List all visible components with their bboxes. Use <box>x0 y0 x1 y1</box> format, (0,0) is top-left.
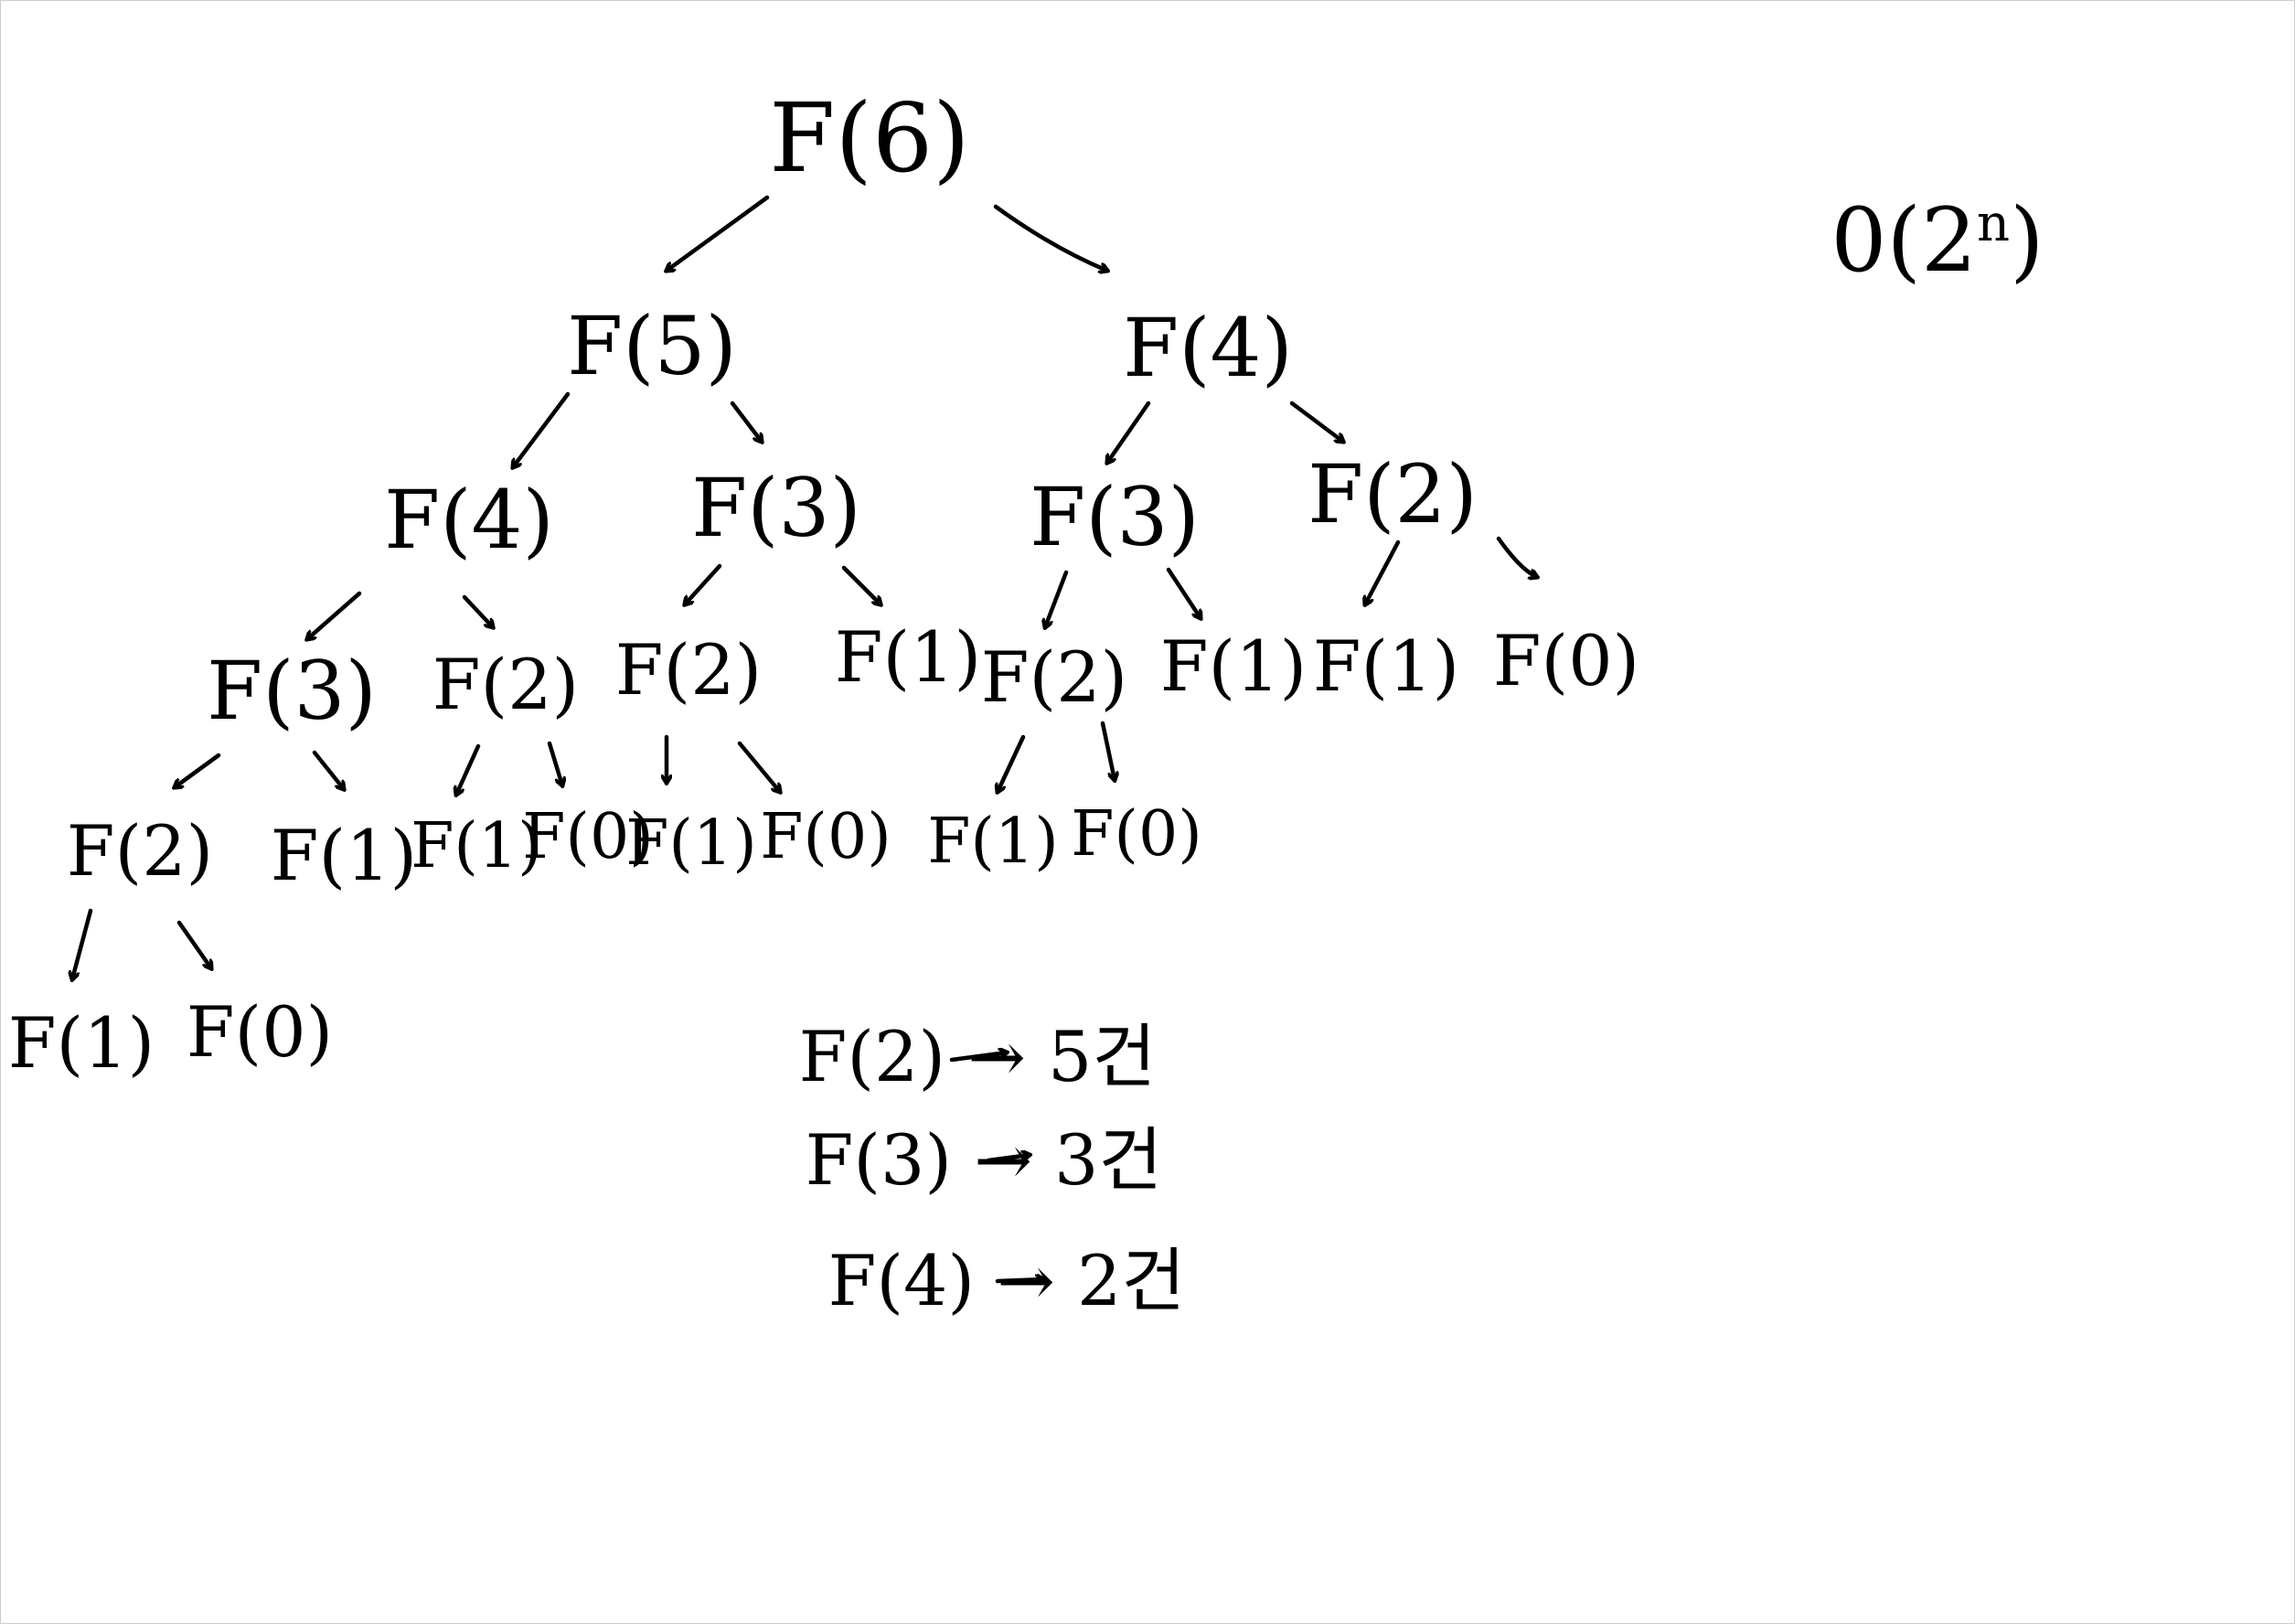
call-count-note-f2: F(2) → 5건 <box>798 1016 1157 1097</box>
tree-node-l3-5: F(1) <box>1159 625 1308 707</box>
tree-node-l3-6: F(1) <box>1312 625 1460 707</box>
arrow-f6-f5 <box>667 195 770 271</box>
tree-node-l3-7: F(0) <box>1492 620 1640 701</box>
tree-node-l1-1: F(4) <box>1123 301 1293 395</box>
tree-node-l5-1: F(0) <box>186 991 334 1073</box>
big-o-exponent: n <box>1977 194 2011 253</box>
tree-node-l4-6: F(1) <box>927 806 1059 878</box>
tree-node-l4-7: F(0) <box>1071 798 1202 871</box>
tree-node-l4-2: F(1) <box>411 810 542 882</box>
arrow-f4-f3 <box>1107 401 1151 463</box>
call-count-note-f3: F(3) → 3건 <box>805 1119 1163 1201</box>
tree-node-l2-0: F(4) <box>384 473 554 567</box>
note-arrow-2 <box>986 1155 1030 1163</box>
arrow-f2r-f1 <box>1365 540 1401 604</box>
arrow-f2c-f0 <box>1100 721 1115 780</box>
arrow-f4-f2 <box>1289 401 1343 442</box>
arrow-f2a-f0 <box>547 741 562 785</box>
big-o-close: ) <box>2010 189 2044 292</box>
tree-node-l4-0: F(2) <box>66 810 214 892</box>
arrow-f3r-f1 <box>1166 567 1201 618</box>
tree-node-l2-3: F(2) <box>1308 447 1478 541</box>
arrow-f2b-f0 <box>737 741 780 792</box>
arrow-f3l-f1 <box>312 750 344 789</box>
tree-node-l2-1: F(3) <box>691 461 861 555</box>
tree-node-l3-0: F(3) <box>207 644 377 738</box>
arrow-f5-f3 <box>730 401 762 442</box>
tree-node-l3-1: F(2) <box>432 644 580 725</box>
arrow-f3m-f1 <box>841 565 881 604</box>
tree-node-l1-0: F(5) <box>567 299 737 393</box>
big-o-base: 0(2 <box>1831 189 1978 292</box>
tree-node-l3-4: F(2) <box>980 636 1128 718</box>
note-arrow-1 <box>949 1052 1007 1063</box>
arrow-f3m-f2 <box>685 563 722 604</box>
note-arrow-3 <box>995 1279 1043 1281</box>
tree-node-l2-2: F(3) <box>1030 470 1200 564</box>
tree-node-l3-2: F(2) <box>614 629 763 710</box>
big-o-notation: 0(2n) <box>1831 197 2044 284</box>
tree-node-l5-0: F(1) <box>7 1002 155 1084</box>
tree-node-l3-3: F(1) <box>834 616 982 698</box>
tree-node-l4-1: F(1) <box>270 815 418 896</box>
arrow-f5-f4 <box>513 391 571 467</box>
arrow-f3l-f2 <box>175 753 221 787</box>
arrow-f2l-f0 <box>176 920 211 968</box>
arrow-f3r-f2 <box>1045 570 1069 627</box>
tree-node-l4-4: F(1) <box>625 807 757 880</box>
arrow-f2l-f1 <box>72 908 93 979</box>
arrow-f2a-f1 <box>456 743 481 795</box>
arrow-f2r-f0 <box>1496 536 1537 577</box>
tree-node-l4-3: F(0) <box>522 801 654 873</box>
tree-node-root: F(6) <box>769 82 970 194</box>
arrow-f6-f4 <box>993 204 1107 271</box>
arrow-f4l-f2 <box>462 594 493 627</box>
call-count-note-f4: F(4) → 2건 <box>827 1240 1186 1321</box>
arrow-f4l-f3 <box>307 591 362 639</box>
arrow-f2c-f1 <box>998 734 1026 792</box>
tree-node-l4-5: F(0) <box>760 801 891 873</box>
